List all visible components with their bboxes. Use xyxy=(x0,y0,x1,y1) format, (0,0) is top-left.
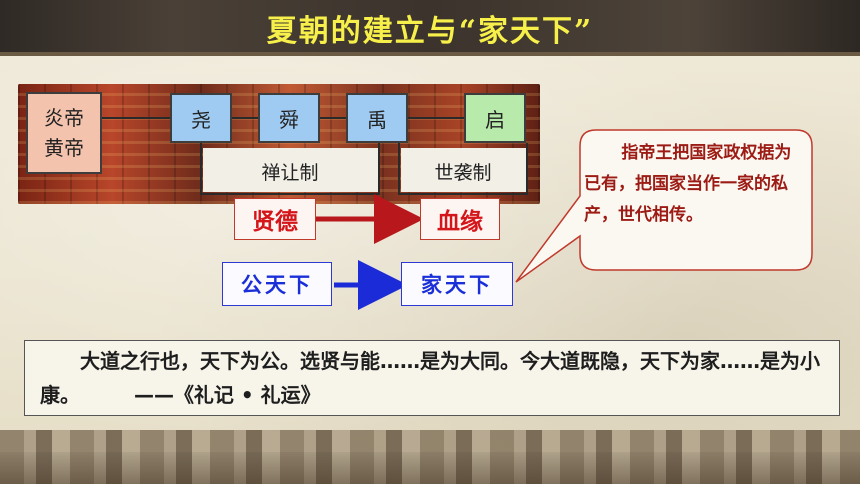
family-rule-definition: 指帝王把国家政权据为已有，把国家当作一家的私产，世代相传。 xyxy=(584,143,792,225)
hereditary-system-label: 世袭制 xyxy=(434,162,492,184)
huang-di-label: 黄帝 xyxy=(44,136,84,160)
abdication-label-bg xyxy=(203,148,379,192)
qi-box: 启 xyxy=(464,93,526,143)
bracket-abdication-left xyxy=(200,143,202,195)
bloodline-box: 血缘 xyxy=(420,198,500,240)
bracket-hereditary-bottom xyxy=(398,193,528,195)
bracket-abdication-right xyxy=(378,143,380,195)
quote-source: ——《礼记 • 礼运》 xyxy=(133,383,321,407)
yao-box: 尧 xyxy=(170,93,232,143)
decorative-border-shade xyxy=(0,452,860,484)
yu-box: 禹 xyxy=(346,93,408,143)
shun-box: 舜 xyxy=(258,93,320,143)
family-rule-box: 家天下 xyxy=(401,262,513,306)
connector-shun-yu xyxy=(320,117,346,119)
quote-text: 大道之行也，天下为公。选贤与能……是为大同。今大道既隐，天下为家……是为小康。 … xyxy=(40,344,830,412)
connector-yao-shun xyxy=(232,117,258,119)
quote-box xyxy=(24,340,840,416)
page-title: 夏朝的建立与“家天下” xyxy=(266,14,594,49)
speech-bubble xyxy=(515,129,813,283)
yan-di-label: 炎帝 xyxy=(44,106,84,130)
title-bar xyxy=(0,0,860,56)
abdication-system-label: 禅让制 xyxy=(261,162,319,184)
quote-body: 大道之行也，天下为公。选贤与能……是为大同。今大道既隐，天下为家……是为小康。 xyxy=(40,349,820,407)
connector-yu-qi xyxy=(408,117,464,119)
connector-emperor-yao xyxy=(102,117,170,119)
bracket-hereditary-right xyxy=(526,143,528,195)
public-rule-box: 公天下 xyxy=(222,262,332,306)
virtue-box: 贤德 xyxy=(234,198,316,240)
hereditary-label-bg xyxy=(401,148,527,192)
bracket-hereditary-left xyxy=(398,143,400,195)
decorative-border-bottom xyxy=(0,430,860,484)
bracket-abdication-bottom xyxy=(200,193,380,195)
emperor-box: 炎帝 黄帝 xyxy=(26,92,102,174)
